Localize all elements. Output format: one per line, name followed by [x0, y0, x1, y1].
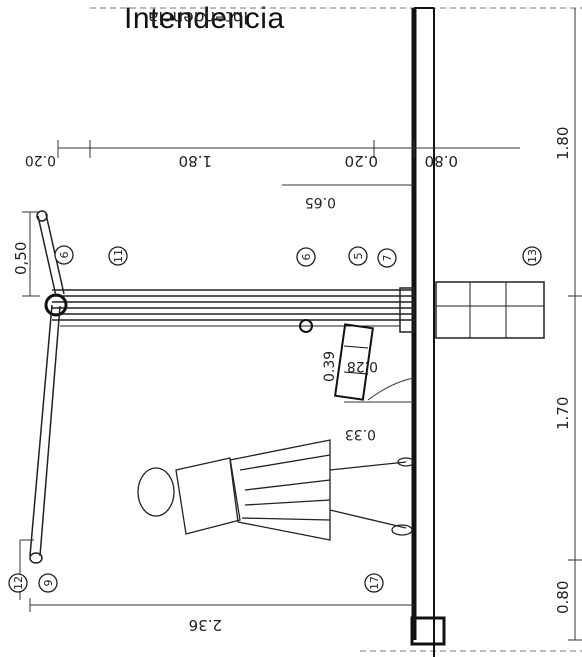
callout-label-12: 12 — [12, 576, 25, 590]
dim-065: 0.65 — [305, 194, 336, 210]
dim-050: 0,50 — [12, 242, 30, 275]
callout-label-13: 13 — [526, 249, 539, 263]
callout-label-17: 17 — [368, 576, 381, 590]
dim-right-mid: 1.70 — [554, 397, 572, 430]
dim-033: 0.33 — [345, 426, 376, 442]
dim-039: 0.39 — [322, 351, 338, 382]
dim-row-020-mid: 0.20 — [345, 152, 378, 170]
dim-row-180: 1.80 — [179, 152, 212, 170]
callout-label-7: 7 — [381, 255, 394, 262]
right-dimension-chain — [568, 8, 582, 641]
dim-row-080: 0.80 — [425, 152, 458, 170]
callout-label-11: 11 — [112, 249, 125, 263]
callout-6a — [54, 245, 74, 265]
callout-13 — [522, 246, 542, 266]
dim-236: 2.36 — [189, 616, 222, 634]
callout-label-6b: 6 — [300, 254, 313, 261]
callout-7 — [377, 248, 397, 268]
person-figure — [137, 439, 415, 541]
callout-17 — [364, 573, 384, 593]
dim-028: 0.28 — [347, 358, 378, 374]
dim-right-bottom: 0.80 — [554, 581, 572, 614]
horizontal-dimension-row — [57, 140, 520, 158]
inclined-arm — [29, 210, 65, 564]
callout-9 — [38, 573, 58, 593]
support-pole — [44, 287, 415, 333]
callout-6b — [296, 247, 316, 267]
callout-5 — [348, 246, 368, 266]
base-box — [435, 281, 545, 339]
callout-label-6a: 6 — [58, 252, 71, 259]
dim-right-top: 1.80 — [554, 127, 572, 160]
callout-label-9: 9 — [42, 580, 55, 587]
callout-12 — [8, 573, 28, 593]
dim-row-020-left: 0.20 — [25, 152, 56, 168]
lamp-fixture — [333, 323, 415, 401]
main-wall — [410, 7, 446, 657]
callout-11 — [108, 246, 128, 266]
callout-label-5: 5 — [352, 253, 365, 260]
